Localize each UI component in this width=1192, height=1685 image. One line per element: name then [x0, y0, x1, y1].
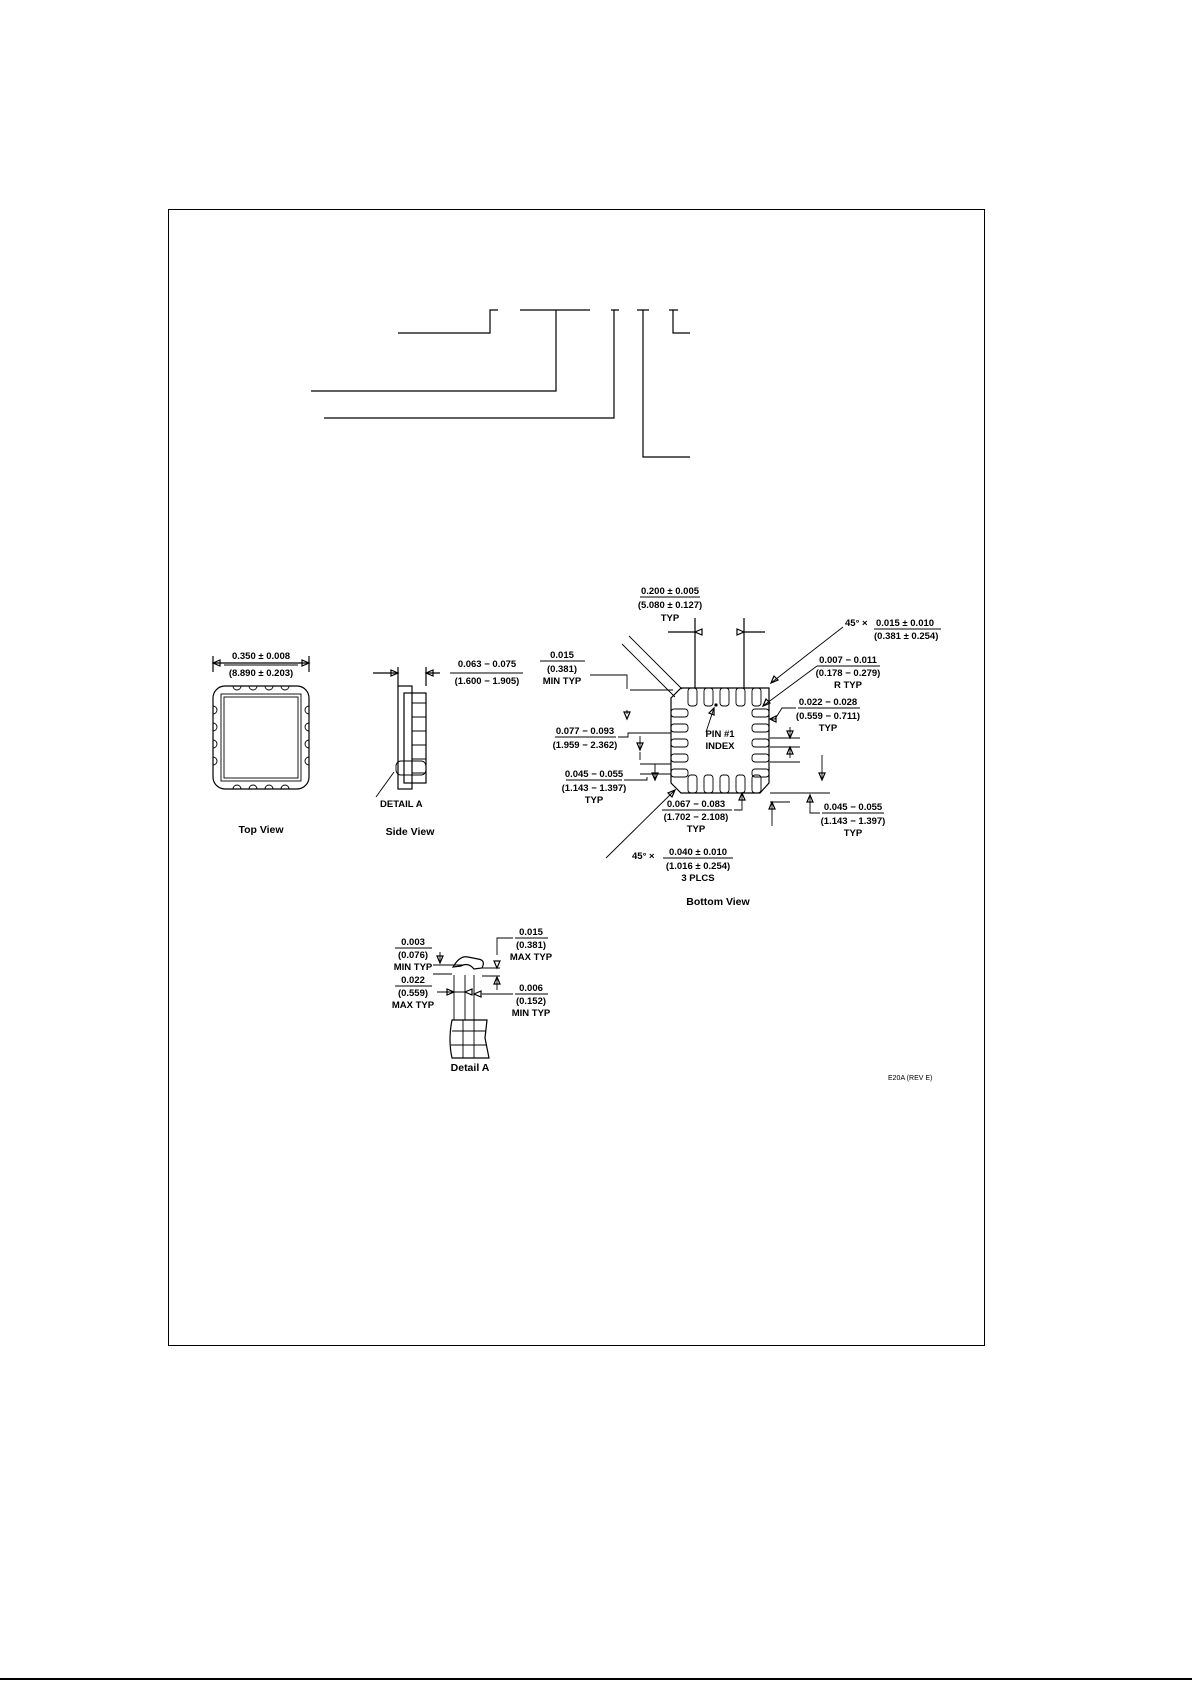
chamfer-corner-in: 0.040 ± 0.010 [669, 847, 727, 858]
top-lid [220, 693, 302, 782]
ordering-info-leaders [311, 309, 690, 458]
detail-a-marker [395, 760, 427, 776]
pad-length-left-mm: (1.959 − 2.362) [553, 740, 618, 751]
drawing-number: E20A (REV E) [888, 1075, 932, 1082]
side-body [403, 692, 427, 784]
pad-length-bottom-note: TYP [687, 824, 706, 835]
drawing-frame [168, 209, 985, 1346]
pad-width-mm: (0.559 − 0.711) [796, 711, 860, 722]
side-view-label: Side View [386, 826, 436, 838]
detail-thick-note: MAX TYP [510, 952, 553, 963]
detail-gap-top-mm: (0.076) [398, 950, 428, 961]
chamfer-corner-prefix: 45° × [632, 851, 655, 862]
edge-gap-mm: (0.381) [547, 664, 577, 675]
pin-index-line1: PIN #1 [705, 729, 735, 740]
chamfer-corner-note: 3 PLCS [681, 873, 714, 884]
top-view-label: Top View [238, 824, 284, 836]
detail-a-callout: DETAIL A [380, 799, 423, 810]
detail-lead-profile [451, 956, 484, 970]
chamfer-corner-mm: (1.016 ± 0.254) [666, 861, 730, 872]
detail-thick-in: 0.015 [519, 927, 543, 938]
detail-gap-side-in: 0.006 [519, 983, 543, 994]
footer-rule [0, 1678, 1192, 1680]
side-lid [397, 685, 413, 790]
detail-width-mm: (0.559) [398, 988, 428, 999]
top-package-outline [212, 685, 310, 790]
detail-a-label: Detail A [451, 1062, 490, 1074]
top-view: 0.350 ± 0.008 (8.890 ± 0.203) Top View [211, 651, 311, 836]
corner-radius-mm: (0.178 − 0.279) [816, 668, 881, 679]
corner-radius-note: R TYP [834, 680, 863, 691]
pad-length-bottom-in: 0.067 − 0.083 [667, 799, 725, 810]
detail-a: 0.003 (0.076) MIN TYP 0.015 (0.381) MAX … [392, 927, 553, 1074]
top-width-in: 0.350 ± 0.008 [232, 651, 290, 662]
pitch-note: TYP [661, 613, 680, 624]
pad-pitch-left-in: 0.045 − 0.055 [565, 769, 624, 780]
detail-gap-side-mm: (0.152) [516, 996, 546, 1007]
chamfer-top-prefix: 45° × [845, 618, 868, 629]
pin-1-index-dot [714, 703, 718, 707]
pad-width-in: 0.022 − 0.028 [799, 697, 857, 708]
chamfer-top-in: 0.015 ± 0.010 [876, 618, 934, 629]
detail-gap-top-in: 0.003 [401, 937, 425, 948]
pitch-mm: (5.080 ± 0.127) [638, 600, 702, 611]
detail-gap-top-note: MIN TYP [394, 962, 433, 973]
detail-thick-mm: (0.381) [516, 940, 546, 951]
side-view: 0.063 − 0.075 (1.600 − 1.905) DETAIL A S… [373, 659, 523, 838]
corner-radius-in: 0.007 − 0.011 [819, 655, 878, 666]
pad-pitch-right-in: 0.045 − 0.055 [824, 802, 883, 813]
bottom-view: 0.200 ± 0.005 (5.080 ± 0.127) TYP 45° × … [540, 586, 941, 908]
pad-pitch-left-mm: (1.143 − 1.397) [562, 783, 627, 794]
pad-pitch-right-note: TYP [844, 828, 863, 839]
edge-gap-in: 0.015 [550, 650, 574, 661]
pin-index-line2: INDEX [705, 741, 735, 752]
pitch-in: 0.200 ± 0.005 [641, 586, 700, 597]
pad-pitch-left-note: TYP [585, 795, 604, 806]
edge-gap-note: MIN TYP [543, 676, 582, 687]
top-width-mm: (8.890 ± 0.203) [229, 668, 293, 679]
detail-body-fragment [449, 1019, 490, 1059]
chamfer-top-mm: (0.381 ± 0.254) [874, 631, 938, 642]
bottom-view-label: Bottom View [686, 896, 750, 908]
pad-length-left-in: 0.077 − 0.093 [556, 726, 614, 737]
pad-pitch-right-mm: (1.143 − 1.397) [821, 816, 886, 827]
pad-width-note: TYP [819, 723, 838, 734]
detail-gap-side-note: MIN TYP [512, 1008, 551, 1019]
detail-width-note: MAX TYP [392, 1000, 435, 1011]
detail-width-in: 0.022 [401, 975, 425, 986]
side-height-in: 0.063 − 0.075 [458, 659, 517, 670]
side-height-mm: (1.600 − 1.905) [455, 676, 520, 687]
pad-length-bottom-mm: (1.702 − 2.108) [664, 812, 729, 823]
